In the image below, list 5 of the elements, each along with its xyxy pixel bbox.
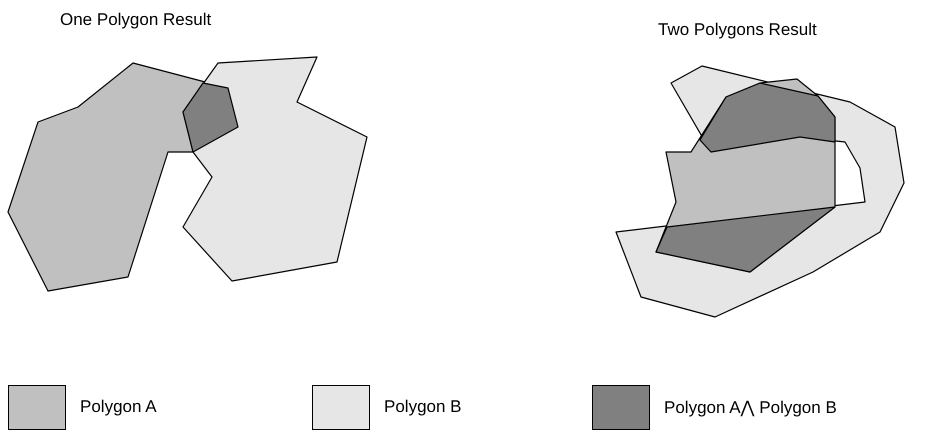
legend-label: Polygon A⋀ Polygon B [664,397,837,418]
legend-label: Polygon B [384,397,462,417]
legend-label: Polygon A [80,397,157,417]
drawing-title: Two Polygons Result [658,20,817,40]
drawing-title: One Polygon Result [60,10,212,30]
